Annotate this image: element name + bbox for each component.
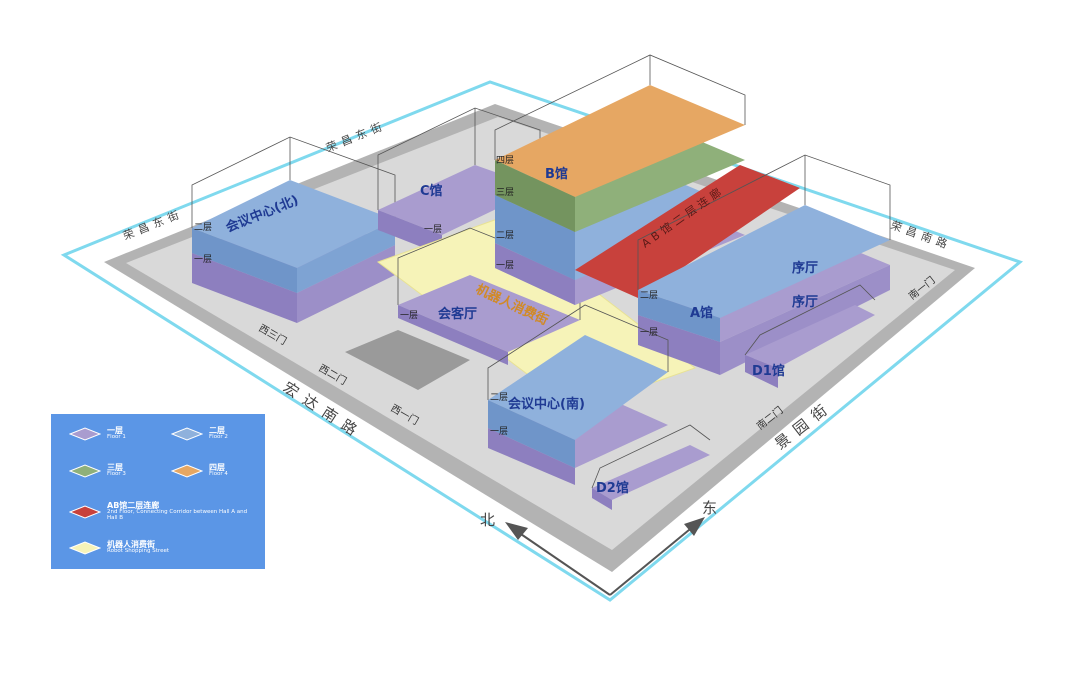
hall-d2-label: D2馆 — [596, 480, 629, 496]
legend-floor2: 二层 Floor 2 — [171, 426, 228, 441]
reception-label: 会客厅 — [438, 306, 477, 322]
legend-floor1: 一层 Floor 1 — [69, 426, 126, 441]
legend-floor3-cn: 三层 — [107, 463, 123, 472]
legend: 一层 Floor 1 二层 Floor 2 三层 Floor 3 四层 Floo… — [51, 414, 265, 569]
hall-b-f3-tag: 三层 — [496, 187, 514, 198]
hall-a-f2-tag: 二层 — [640, 290, 658, 301]
hall-b-f1-tag: 一层 — [496, 260, 514, 271]
floor3-swatch-icon — [69, 464, 101, 478]
street-swatch-icon — [69, 541, 101, 555]
conf-south-building[interactable] — [487, 304, 669, 485]
prelude-lower-label: 序厅 — [792, 294, 818, 310]
legend-corridor-cn: AB馆二层连廊 — [107, 501, 160, 510]
legend-floor1-en: Floor 1 — [107, 434, 126, 441]
reception-f1-tag: 一层 — [400, 310, 418, 321]
legend-floor2-cn: 二层 — [209, 426, 225, 435]
floor1-swatch-icon — [69, 427, 101, 441]
legend-floor2-en: Floor 2 — [209, 434, 228, 441]
legend-street-en: Robot Shopping Street — [107, 548, 169, 555]
conf-north-f2-tag: 二层 — [194, 222, 212, 233]
hall-c-f1-tag: 一层 — [424, 224, 442, 235]
legend-street: 机器人消费街 Robot Shopping Street — [69, 540, 169, 555]
legend-floor3: 三层 Floor 3 — [69, 463, 126, 478]
compass: 北 东 — [480, 499, 717, 596]
ab-corridor[interactable] — [575, 165, 800, 298]
legend-floor4-en: Floor 4 — [209, 471, 228, 478]
legend-corridor-en: 2nd Floor, Connecting Corridor between H… — [107, 509, 248, 522]
conf-north-f1-tag: 一层 — [194, 254, 212, 265]
prelude-upper-label: 序厅 — [792, 260, 818, 276]
hall-c-label: C馆 — [420, 183, 443, 199]
hall-d1-label: D1馆 — [752, 363, 785, 379]
compass-north: 北 — [480, 511, 495, 529]
legend-street-cn: 机器人消费街 — [107, 540, 155, 549]
hall-b-label: B馆 — [545, 166, 568, 182]
hall-d1-building[interactable] — [744, 284, 876, 388]
legend-floor4: 四层 Floor 4 — [171, 463, 228, 478]
floor2-swatch-icon — [171, 427, 203, 441]
corridor-swatch-icon — [69, 505, 101, 519]
hall-b-f4-tag: 四层 — [496, 155, 514, 166]
hall-b-building[interactable] — [494, 54, 746, 305]
hall-a-f1-tag: 一层 — [640, 327, 658, 338]
conf-south-f2-tag: 二层 — [490, 392, 508, 403]
legend-floor1-cn: 一层 — [107, 426, 123, 435]
hall-d2-building[interactable] — [591, 424, 711, 510]
conf-south-f1-tag: 一层 — [490, 426, 508, 437]
floor4-swatch-icon — [171, 464, 203, 478]
conf-south-label: 会议中心(南) — [508, 396, 585, 412]
conf-north-building[interactable] — [191, 136, 396, 323]
hall-b-f2-tag: 二层 — [496, 230, 514, 241]
legend-floor4-cn: 四层 — [209, 463, 225, 472]
compass-east: 东 — [702, 499, 717, 517]
legend-floor3-en: Floor 3 — [107, 471, 126, 478]
hall-a-label: A馆 — [690, 305, 713, 321]
legend-corridor: AB馆二层连廊 2nd Floor, Connecting Corridor b… — [69, 501, 259, 522]
